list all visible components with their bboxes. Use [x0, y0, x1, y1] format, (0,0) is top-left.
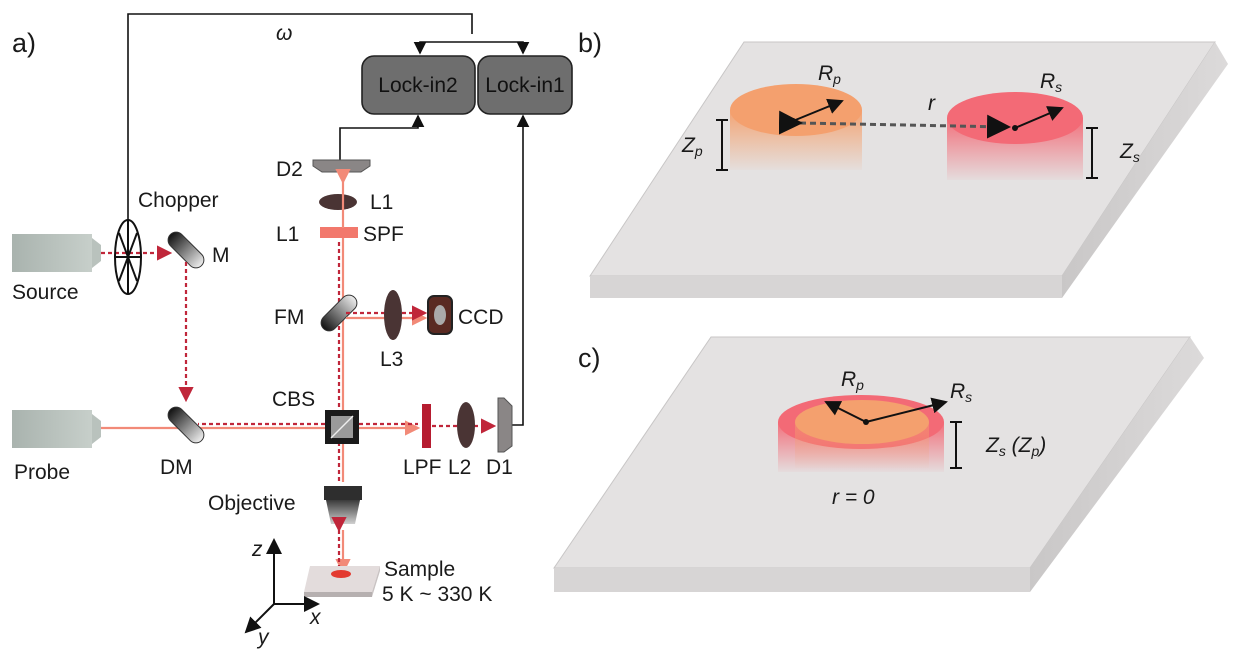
mirror-m: [167, 231, 205, 269]
b-zp-label: Zp: [681, 134, 703, 159]
panel-a-label: a): [12, 28, 36, 58]
spf-filter: [320, 227, 358, 238]
axis-z-label: z: [251, 538, 263, 561]
lpf-filter: [422, 404, 431, 448]
b-r-label: r: [928, 92, 936, 115]
b-rp-label: Rp: [818, 62, 841, 87]
omega-label: ω: [276, 22, 292, 45]
fm-label: FM: [274, 306, 304, 329]
d1-signal-wire: [512, 114, 530, 426]
mirror-m-label: M: [212, 244, 230, 267]
lockin1-box: Lock-in1: [477, 55, 573, 115]
lens-l2: [457, 402, 475, 448]
d2-signal-wire: [339, 114, 425, 160]
chopper-reference-line: [127, 13, 530, 232]
ccd-camera: [427, 295, 453, 335]
b-rs-label: Rs: [1040, 70, 1062, 95]
probe-label: Probe: [14, 461, 70, 484]
source-label: Source: [12, 281, 79, 304]
probe-center-dot: [1012, 125, 1018, 131]
probe-spot-cylinder: [947, 92, 1083, 180]
sample-label: Sample: [384, 558, 455, 581]
d1-label: D1: [486, 456, 513, 479]
dichroic-mirror-dm: [167, 406, 205, 444]
lockin1-label: Lock-in1: [485, 74, 564, 97]
panel-c-label: c): [578, 343, 601, 373]
axis-x-label: x: [309, 606, 322, 629]
c-center-dot: [863, 419, 869, 425]
probe-laser: [12, 410, 101, 448]
c-rp-label: Rp: [841, 368, 864, 393]
spf-label: SPF: [363, 223, 404, 246]
source-laser: [12, 234, 101, 272]
temp-range-label: 5 K ~ 330 K: [382, 583, 492, 606]
c-zs-zp-label: Zs (Zp): [985, 434, 1046, 459]
overlapped-spot-cylinder: [778, 395, 944, 472]
sample-stage: [304, 566, 380, 597]
l2-label: L2: [448, 456, 471, 479]
objective-label: Objective: [208, 492, 296, 515]
b-zs-label: Zs: [1119, 140, 1140, 165]
rs-radius-arrow: [1014, 106, 1064, 129]
pump-spot-cylinder: [730, 84, 862, 170]
c-z-bracket: [950, 421, 962, 469]
c-r0-label: r = 0: [832, 486, 875, 509]
plate-b: [589, 41, 1228, 298]
coordinate-axes: [244, 538, 320, 634]
lens-l3: [384, 290, 402, 340]
cube-beam-splitter-cbs: [325, 410, 359, 444]
detector-d2: [312, 159, 371, 173]
pump-center-dot: [790, 118, 796, 124]
lens-l1-upper: [319, 194, 357, 210]
axis-y-label: y: [256, 626, 270, 649]
panel-b-label: b): [578, 28, 602, 58]
lpf-label: LPF: [403, 456, 442, 479]
d2-label: D2: [276, 158, 303, 181]
lockin2-label: Lock-in2: [378, 74, 457, 97]
c-rp-radius-arrow: [824, 401, 867, 423]
l3-label: L3: [380, 348, 403, 371]
flip-mirror-fm: [320, 294, 358, 332]
ccd-label: CCD: [458, 306, 504, 329]
l1-left-label: L1: [276, 223, 299, 246]
objective-lens: [324, 486, 362, 524]
zs-bracket: [1086, 127, 1098, 179]
c-rs-label: Rs: [950, 380, 972, 405]
zp-bracket: [716, 119, 728, 171]
c-rs-radius-arrow: [865, 397, 948, 423]
lockin2-box: Lock-in2: [361, 55, 476, 115]
detector-d1: [497, 397, 513, 453]
separation-r-arrow: [778, 110, 1011, 139]
l1-right-label: L1: [370, 191, 393, 214]
chopper-wheel: [114, 219, 142, 295]
dm-label: DM: [160, 456, 193, 479]
cbs-label: CBS: [272, 388, 315, 411]
chopper-label: Chopper: [138, 189, 219, 212]
